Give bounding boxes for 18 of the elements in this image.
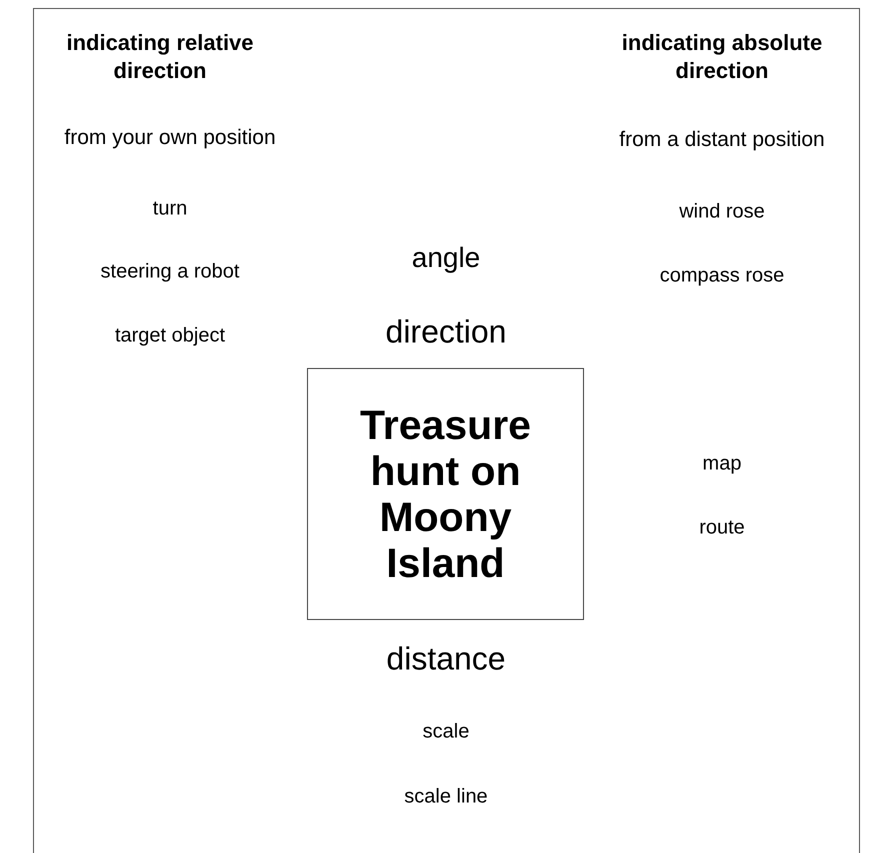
keyword-label: route (699, 516, 745, 540)
keyword-label: turn (152, 198, 188, 220)
title-text: Treasure hunt on Moony Island (359, 402, 532, 586)
keyword-label: from a distant position (619, 128, 825, 152)
keyword-label: compass rose (660, 264, 784, 288)
keyword-label: scale (422, 720, 470, 744)
column-heading: indicating absolute direction (620, 29, 824, 85)
title-box (307, 368, 584, 620)
keyword-label: scale line (404, 786, 488, 808)
keyword-label: wind rose (679, 200, 765, 224)
keyword-label: from your own position (64, 126, 276, 150)
topic-label: direction (386, 314, 506, 350)
topic-label: distance (386, 640, 506, 678)
keyword-label: map (702, 452, 742, 476)
keyword-label: steering a robot (100, 260, 240, 284)
keyword-label: target object (114, 324, 226, 348)
column-heading: indicating relative direction (65, 29, 255, 85)
topic-label: angle (412, 242, 480, 274)
